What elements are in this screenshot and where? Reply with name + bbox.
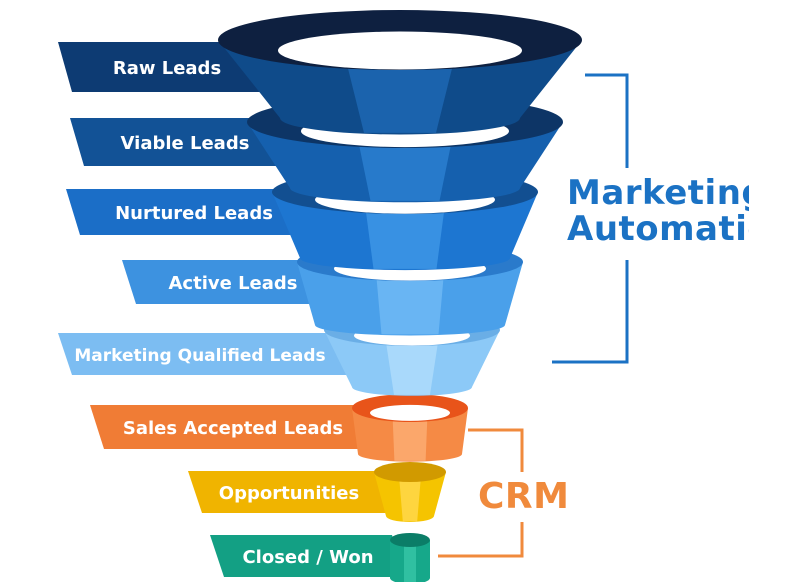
- funnel-band-3: [365, 205, 445, 269]
- ribbon-2: [70, 118, 300, 166]
- funnel-band-4: [376, 273, 444, 335]
- ribbon-1: [58, 42, 276, 92]
- stage-label-6: Sales Accepted Leads: [123, 418, 343, 439]
- ribbon-5: [58, 333, 354, 375]
- ribbon-6: [90, 405, 376, 449]
- marketing-bracket-gap: [612, 168, 642, 260]
- stage-label-1: Raw Leads: [113, 58, 221, 79]
- stage-label-7: Opportunities: [219, 483, 359, 504]
- ribbon-3: [66, 189, 322, 235]
- funnel-opening-6: [370, 404, 450, 421]
- marketing-label-line1: Marketing: [567, 176, 749, 213]
- stage-label-8: Closed / Won: [242, 547, 373, 568]
- stage-label-2: Viable Leads: [121, 133, 250, 154]
- funnel-band-5: [385, 339, 439, 395]
- stage-label-3: Nurtured Leads: [115, 203, 273, 224]
- ribbon-8: [210, 535, 406, 577]
- funnel-band-1: [345, 58, 455, 133]
- marketing-automation-label: Marketing Automation: [567, 176, 749, 247]
- stage-label-5: Marketing Qualified Leads: [74, 346, 325, 366]
- ribbon-4: [122, 260, 344, 304]
- funnel-band-8: [404, 544, 416, 584]
- crm-bracket-gap: [508, 472, 538, 522]
- funnel-band-6: [392, 416, 428, 461]
- funnel-opening-1: [278, 31, 522, 70]
- funnel-rim-7: [374, 462, 446, 482]
- funnel-band-2: [357, 137, 453, 201]
- stage-label-4: Active Leads: [168, 273, 297, 294]
- ribbon-7: [188, 471, 390, 513]
- funnel-rim-8: [390, 533, 430, 547]
- marketing-label-line2: Automation: [567, 208, 749, 248]
- crm-label: CRM: [478, 476, 570, 517]
- funnel-band-7: [399, 478, 421, 522]
